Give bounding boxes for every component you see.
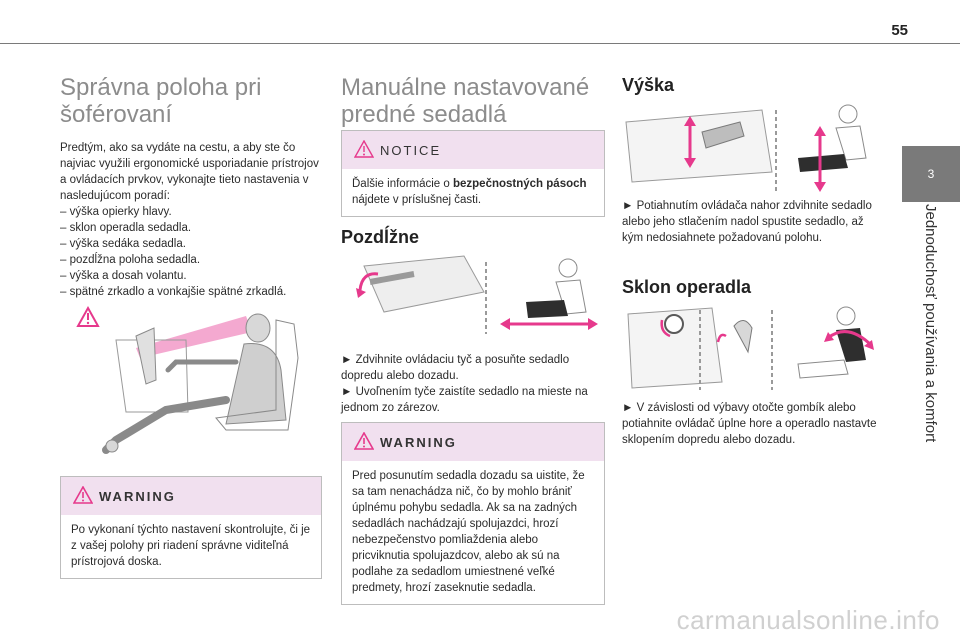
- height-title: Výška: [622, 75, 675, 95]
- height-section: Výška: [622, 74, 880, 96]
- column-2: Manuálne nastavované predné sedadlá: [341, 74, 603, 128]
- warning-label: WARNING: [380, 435, 457, 450]
- notice-icon: [354, 140, 374, 158]
- watermark: carmanualsonline.info: [676, 605, 940, 635]
- list-item: – výška opierky hlavy.: [60, 206, 172, 218]
- chapter-title-vertical: Jednoduchosť používania a komfort: [902, 204, 960, 464]
- warning-text: Po vykonaní týchto nastavení skontrolujt…: [71, 524, 311, 568]
- section-title-driving-position: Správna poloha pri šoférovaní: [60, 74, 262, 128]
- longitudinal-illustration: [356, 255, 598, 334]
- notice-header: NOTICE: [342, 131, 604, 169]
- chapter-tab[interactable]: 3: [902, 146, 960, 202]
- warning-header: WARNING: [61, 477, 321, 515]
- notice-box: NOTICE Ďalšie informácie o bezpečnostnýc…: [341, 130, 605, 217]
- longitudinal-title: Pozdĺžne: [341, 227, 420, 247]
- list-item: – výška a dosah volantu.: [60, 270, 187, 282]
- warning-triangle-icon: [76, 305, 100, 327]
- height-text: ► Potiahnutím ovládača nahor zdvihnite s…: [622, 200, 872, 244]
- warning-label: WARNING: [99, 489, 176, 504]
- list-item: – spätné zrkadlo a vonkajšie spätné zrka…: [60, 286, 287, 298]
- recline-section: Sklon operadla: [622, 276, 880, 298]
- driving-position-illustration: [76, 300, 306, 460]
- warning-box-position: WARNING Po vykonaní týchto nastavení sko…: [60, 476, 322, 579]
- notice-text-pre: Ďalšie informácie o: [352, 178, 453, 190]
- list-item: – pozdĺžna poloha sedadla.: [60, 254, 201, 266]
- intro-text: Predtým, ako sa vydáte na cestu, a aby s…: [60, 142, 319, 202]
- recline-text: ► V závislosti od výbavy otočte gombík a…: [622, 402, 877, 446]
- notice-text: Ďalšie informácie o bezpečnostných pásoc…: [352, 176, 594, 208]
- page-number: 55: [891, 22, 908, 39]
- recline-title: Sklon operadla: [622, 277, 752, 297]
- height-text-block: ► Potiahnutím ovládača nahor zdvihnite s…: [622, 198, 880, 246]
- longitudinal-step-1: ► Zdvihnite ovládaciu tyč a posuňte seda…: [341, 354, 570, 382]
- section-title-manual-seats: Manuálne nastavované predné sedadlá: [341, 74, 590, 128]
- recline-illustration: [627, 306, 874, 390]
- height-illustration: [625, 104, 867, 192]
- list-item: – výška sedáka sedadla.: [60, 238, 186, 250]
- notice-text-post: nájdete v príslušnej časti.: [352, 194, 482, 206]
- list-item: – sklon operadla sedadla.: [60, 222, 192, 234]
- header-rule: [0, 43, 960, 44]
- warning-header: WARNING: [342, 423, 604, 461]
- warning-box-seat: WARNING Pred posunutím sedadla dozadu sa…: [341, 422, 605, 605]
- recline-text-block: ► V závislosti od výbavy otočte gombík a…: [622, 400, 880, 448]
- warning-icon: [354, 432, 374, 450]
- warning-text: Pred posunutím sedadla dozadu sa uistite…: [352, 470, 585, 594]
- chapter-title: Jednoduchosť používania a komfort: [922, 204, 939, 443]
- column-1: Správna poloha pri šoférovaní Predtým, a…: [60, 74, 320, 300]
- longitudinal-steps: ► Zdvihnite ovládaciu tyč a posuňte seda…: [341, 352, 603, 416]
- warning-icon: [73, 486, 93, 504]
- steps-list: – výška opierky hlavy. – sklon operadla …: [60, 204, 320, 300]
- longitudinal-section: Pozdĺžne: [341, 226, 603, 248]
- longitudinal-step-2: ► Uvoľnením tyče zaistíte sedadlo na mie…: [341, 386, 588, 414]
- seatbelts-link[interactable]: bezpečnostných pásoch: [452, 178, 587, 190]
- notice-label: NOTICE: [380, 143, 442, 158]
